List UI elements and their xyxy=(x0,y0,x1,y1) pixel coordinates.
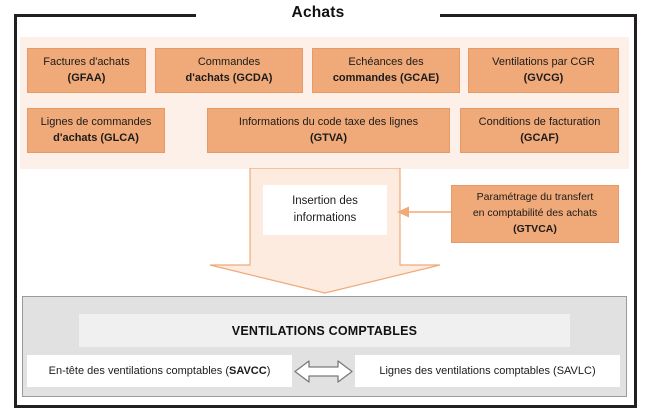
module-box-gvcg[interactable]: Ventilations par CGR (GVCG) xyxy=(468,48,619,93)
param-line2: en comptabilité des achats xyxy=(472,207,598,220)
module-line2: (GTVA) xyxy=(309,131,348,144)
module-line1: Factures d'achats xyxy=(43,55,130,68)
module-line1: Lignes de commandes xyxy=(40,115,152,128)
module-line1: Ventilations par CGR xyxy=(492,55,595,68)
module-line2: (GCAF) xyxy=(520,131,559,144)
module-box-gcaf[interactable]: Conditions de facturation (GCAF) xyxy=(460,108,619,153)
module-line1: Commandes xyxy=(197,55,261,68)
savlc-text: Lignes des ventilations comptables (SAVL… xyxy=(379,365,596,377)
module-line1: Echéances des xyxy=(348,55,424,68)
module-line2: (GFAA) xyxy=(67,71,106,84)
param-box-gtvca[interactable]: Paramétrage du transfert en comptabilité… xyxy=(451,185,619,243)
savcc-text-end: ) xyxy=(266,365,271,377)
savcc-text: En-tête des ventilations comptables ( xyxy=(48,365,229,377)
double-arrow-icon xyxy=(294,360,353,383)
panel-border-top-right xyxy=(440,14,637,17)
module-box-glca[interactable]: Lignes de commandes d'achats (GLCA) xyxy=(27,108,165,153)
param-line3: (GTVCA) xyxy=(513,222,557,235)
savcc-code: SAVCC xyxy=(229,365,267,377)
module-box-gfaa[interactable]: Factures d'achats (GFAA) xyxy=(27,48,146,93)
panel-border-left xyxy=(14,14,17,408)
module-box-gcae[interactable]: Echéances des commandes (GCAE) xyxy=(312,48,460,93)
module-line2: d'achats (GCDA) xyxy=(185,71,273,84)
module-line2: d'achats (GLCA) xyxy=(53,131,139,144)
insertion-step-box: Insertion des informations xyxy=(263,185,387,235)
left-arrow-icon xyxy=(397,206,453,218)
panel-border-bottom xyxy=(14,405,637,408)
module-line2: (GVCG) xyxy=(523,71,564,84)
ventilations-header: VENTILATIONS COMPTABLES xyxy=(79,314,570,347)
module-line1: Informations du code taxe des lignes xyxy=(238,115,419,128)
insertion-line1: Insertion des xyxy=(292,194,358,207)
module-line2: commandes (GCAE) xyxy=(332,71,440,84)
ventilations-header-box-savcc[interactable]: En-tête des ventilations comptables (SAV… xyxy=(27,355,292,387)
page-title: Achats xyxy=(291,4,345,21)
insertion-line2: informations xyxy=(293,212,357,224)
module-box-gcda[interactable]: Commandes d'achats (GCDA) xyxy=(155,48,303,93)
module-line1: Conditions de facturation xyxy=(478,115,601,128)
ventilations-lines-box-savlc[interactable]: Lignes des ventilations comptables (SAVL… xyxy=(355,355,620,387)
panel-border-right xyxy=(634,14,637,408)
panel-border-top-left xyxy=(14,14,196,17)
module-box-gtva[interactable]: Informations du code taxe des lignes (GT… xyxy=(207,108,450,153)
param-line1: Paramétrage du transfert xyxy=(476,191,594,204)
